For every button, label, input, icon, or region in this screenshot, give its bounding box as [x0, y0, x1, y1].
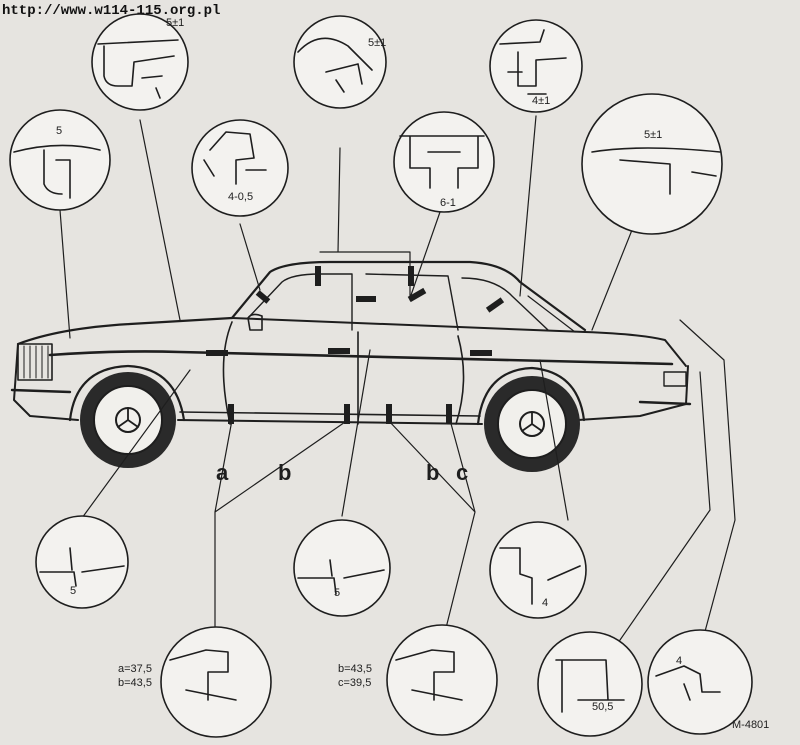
dim-top3: 4±1 — [532, 95, 550, 107]
dim-top2: 5±1 — [368, 37, 386, 49]
label-b-right: b — [426, 460, 439, 485]
car-illustration — [10, 260, 692, 472]
detail-circle-upper-right — [581, 93, 723, 235]
dim-bottom1-a: a=37,5 — [118, 663, 152, 675]
dim-low3: 4 — [542, 597, 548, 609]
label-c: c — [456, 460, 468, 485]
detail-circle-upper-center — [393, 111, 495, 213]
dim-top1: 5±1 — [166, 17, 184, 29]
dim-upper-left: 5 — [56, 125, 62, 137]
detail-circle-low3 — [489, 521, 587, 619]
dim-upper-right: 5±1 — [644, 129, 662, 141]
dim-upper-mid: 4-0,5 — [228, 191, 253, 203]
detail-circle-low1 — [35, 515, 129, 609]
detail-circle-bottom3 — [537, 631, 643, 737]
dim-low2: 5 — [334, 587, 340, 599]
detail-circle-bottom1 — [160, 626, 272, 738]
detail-circle-top2 — [293, 15, 387, 109]
dim-bottom2-c: c=39,5 — [338, 677, 371, 689]
figure-code: M-4801 — [732, 719, 769, 731]
detail-labels: 5±1 5±1 4±1 5 4-0,5 6-1 5±1 5 5 4 a=37,5… — [56, 17, 682, 713]
label-b-left: b — [278, 460, 291, 485]
dim-bottom2-b: b=43,5 — [338, 663, 372, 675]
dim-low1: 5 — [70, 585, 76, 597]
detail-profiles — [13, 29, 721, 713]
dim-bottom3: 50,5 — [592, 701, 613, 713]
detail-circle-bottom4 — [647, 629, 753, 735]
dim-upper-center: 6-1 — [440, 197, 456, 209]
header-url: http://www.w114-115.org.pl — [2, 3, 220, 19]
dim-bottom1-b: b=43,5 — [118, 677, 152, 689]
detail-circle-bottom2 — [386, 624, 498, 736]
label-a: a — [216, 460, 229, 485]
detail-circle-low2 — [293, 519, 391, 617]
dim-bottom4: 4 — [676, 655, 682, 667]
